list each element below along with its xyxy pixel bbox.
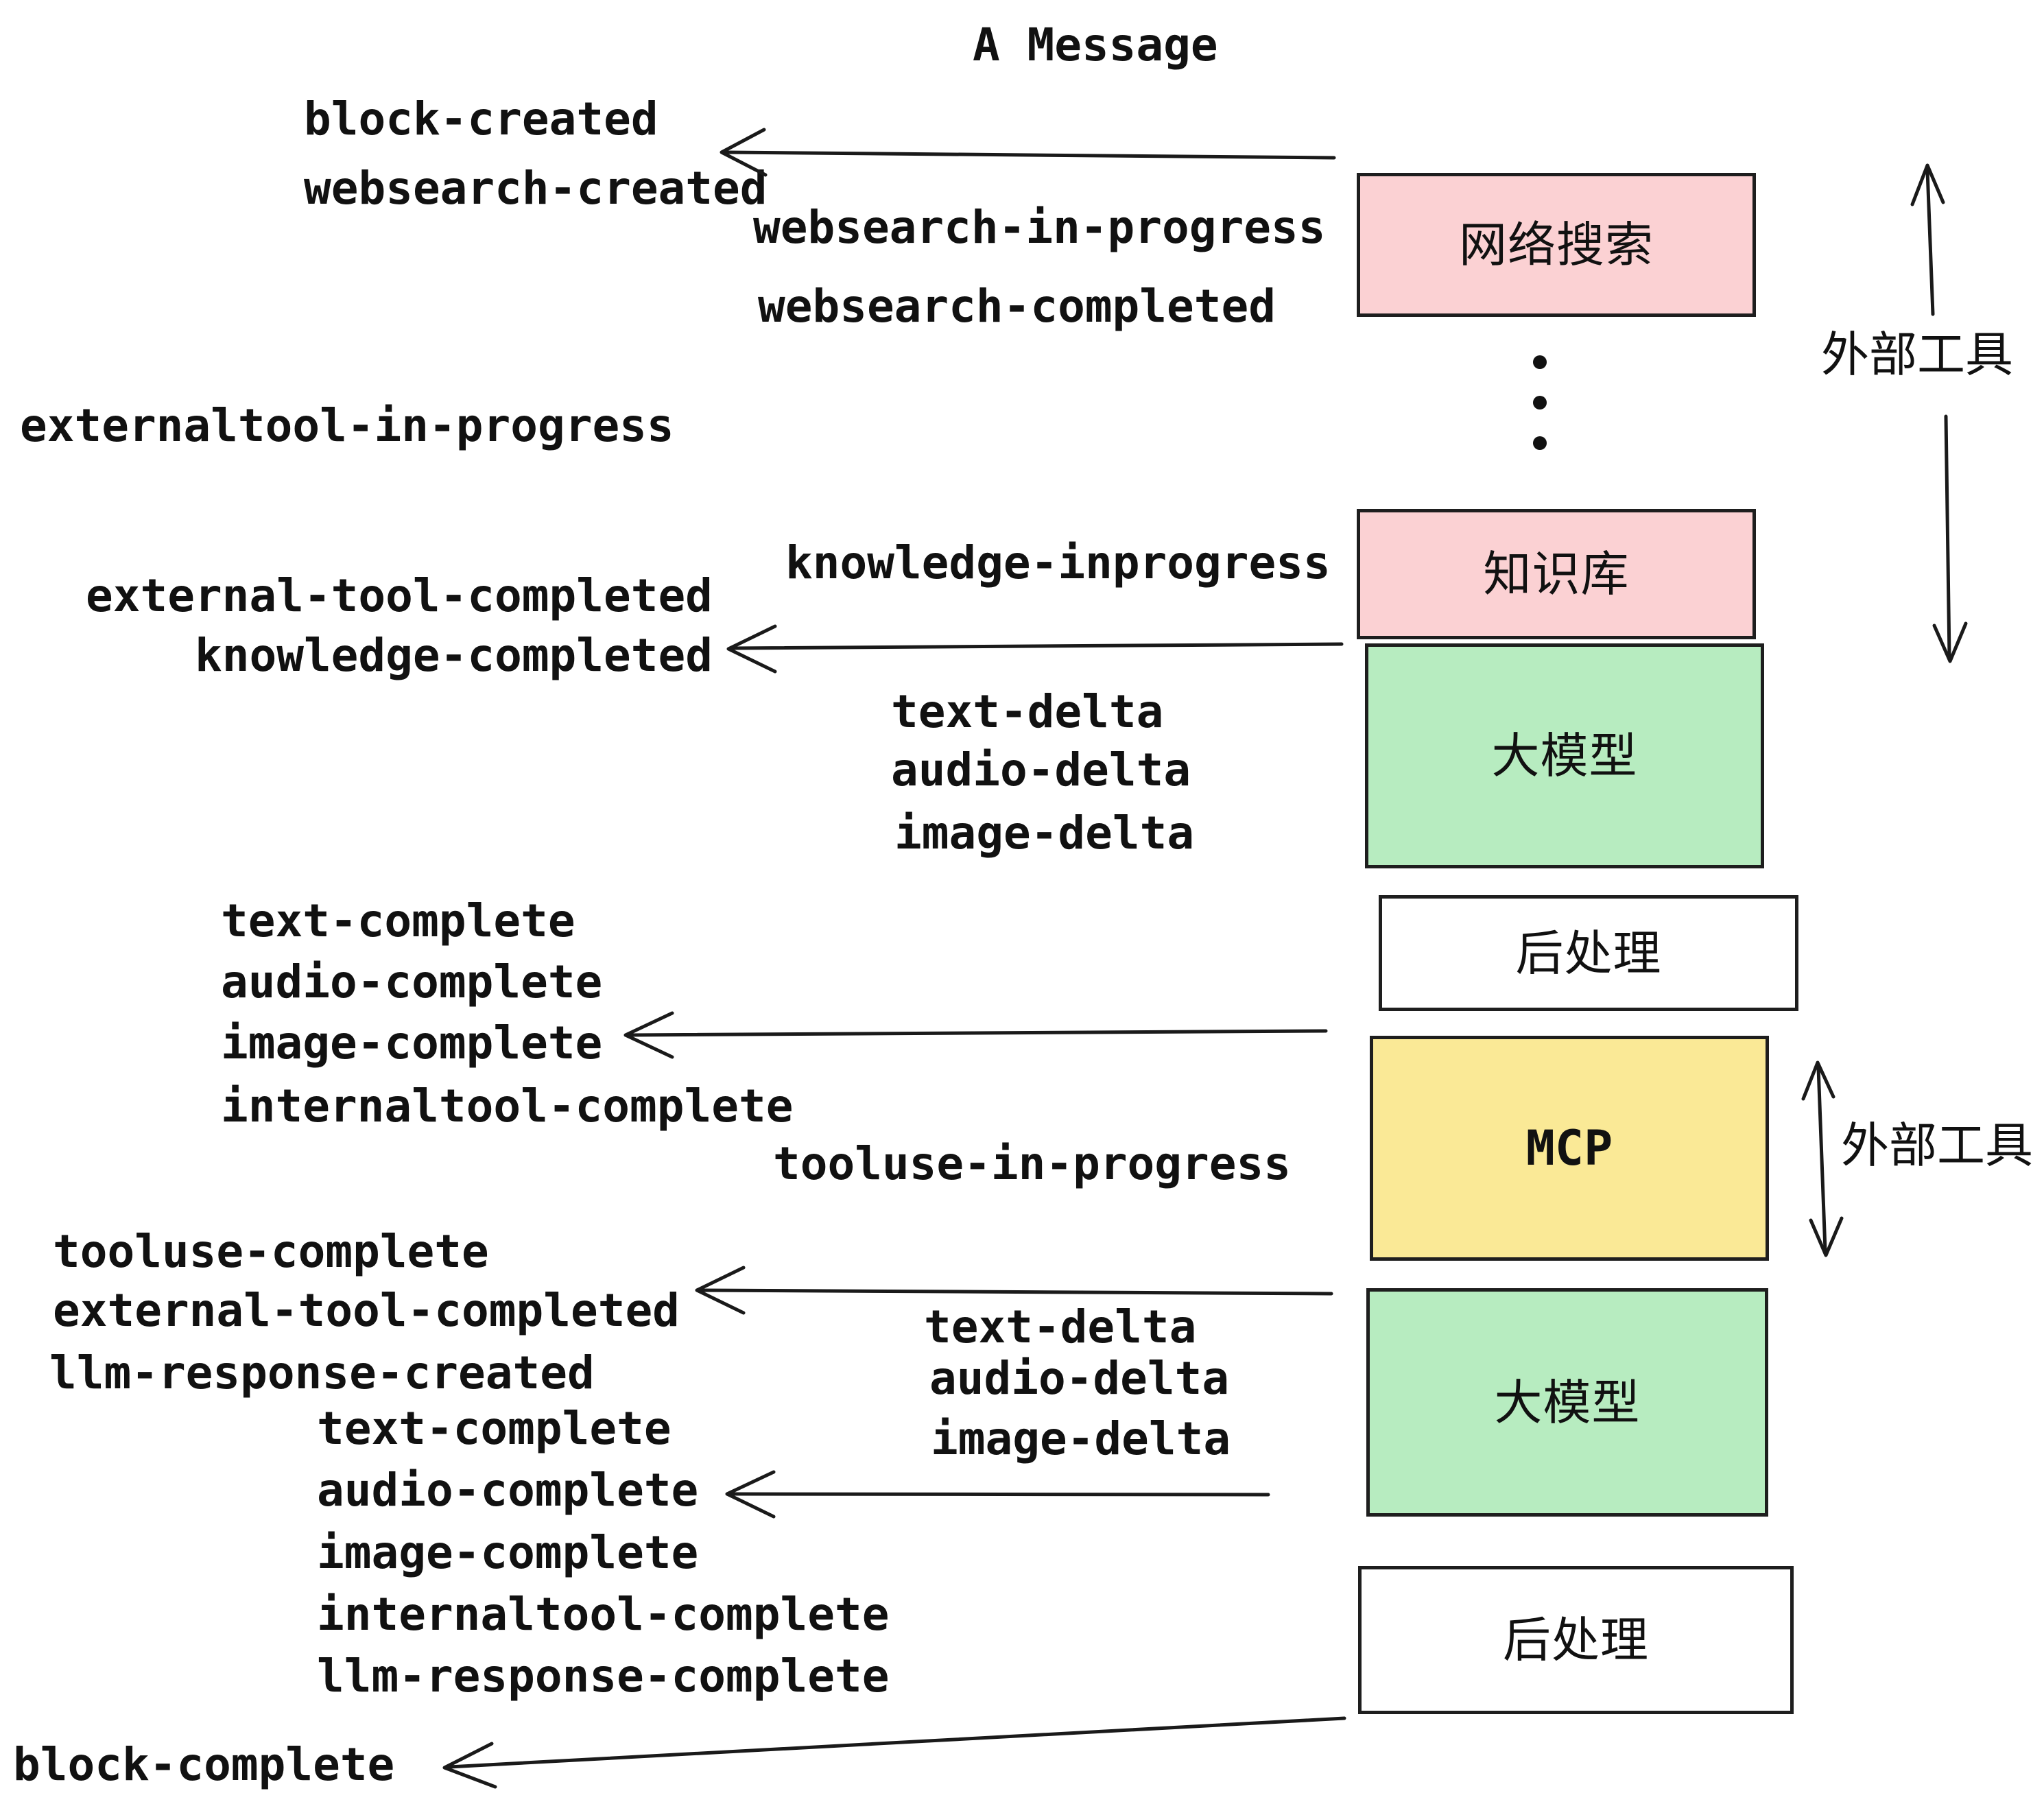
- diagram-title: A Message: [973, 19, 1218, 71]
- event-llm-response-complete: llm-response-complete: [317, 1650, 890, 1702]
- box-llm-second: 大模型: [1366, 1288, 1768, 1517]
- event-image-complete-second: image-complete: [317, 1526, 699, 1579]
- event-llm-response-created: llm-response-created: [49, 1346, 595, 1399]
- event-text-complete-second: text-complete: [317, 1402, 672, 1455]
- event-websearch-created: websearch-created: [304, 162, 768, 215]
- box-postprocess-second: 后处理: [1358, 1566, 1794, 1714]
- box-llm-first-label: 大模型: [1491, 728, 1638, 784]
- event-tooluse-in-progress: tooluse-in-progress: [773, 1137, 1291, 1190]
- side-label-external-tools-bottom: 外部工具: [1841, 1117, 2033, 1174]
- event-block-created: block-created: [304, 93, 658, 145]
- box-llm-second-label: 大模型: [1494, 1374, 1641, 1431]
- event-internaltool-complete-first: internaltool-complete: [221, 1080, 794, 1132]
- arrow-tooluse-complete-line: [699, 1288, 1333, 1296]
- arrow-block-created-line: [724, 150, 1336, 160]
- arrow-block-complete-head: [442, 1742, 497, 1789]
- arrow-complete-second-line: [729, 1492, 1270, 1497]
- box-postprocess-first-label: 后处理: [1515, 925, 1662, 982]
- box-knowledge-base: 知识库: [1357, 509, 1756, 639]
- event-externaltool-in-progress: externaltool-in-progress: [20, 399, 674, 452]
- box-postprocess-second-label: 后处理: [1503, 1612, 1649, 1668]
- arrow-tooluse-complete-head: [695, 1266, 746, 1315]
- mcp-external-tools-arrow-line: [1816, 1065, 1827, 1253]
- event-websearch-in-progress: websearch-in-progress: [753, 201, 1326, 254]
- external-tools-up-arrow-line: [1925, 168, 1935, 316]
- arrow-complete-first-line: [628, 1029, 1328, 1037]
- box-mcp: MCP: [1370, 1036, 1769, 1261]
- event-audio-complete-first: audio-complete: [221, 956, 603, 1008]
- event-image-complete-first: image-complete: [221, 1017, 603, 1069]
- event-audio-delta-second: audio-delta: [929, 1352, 1230, 1405]
- event-external-tool-completed-second: external-tool-completed: [53, 1284, 680, 1337]
- box-postprocess-first: 后处理: [1379, 895, 1798, 1011]
- arrow-knowledge-completed-line: [730, 642, 1344, 650]
- event-knowledge-completed: knowledge-completed: [195, 629, 713, 682]
- external-tools-down-arrow-line: [1944, 414, 1951, 658]
- mcp-external-tools-arrow-down-head: [1809, 1216, 1844, 1257]
- event-tooluse-complete: tooluse-complete: [53, 1225, 489, 1278]
- event-knowledge-inprogress: knowledge-inprogress: [785, 536, 1331, 589]
- vertical-ellipsis-dots: [1530, 355, 1550, 477]
- event-text-delta-second: text-delta: [924, 1301, 1197, 1353]
- event-audio-complete-second: audio-complete: [317, 1464, 699, 1517]
- box-llm-first: 大模型: [1365, 643, 1764, 868]
- arrow-complete-second-head: [725, 1470, 776, 1519]
- mcp-external-tools-arrow-up-head: [1801, 1060, 1835, 1101]
- event-audio-delta-first: audio-delta: [891, 744, 1191, 796]
- arrow-block-complete-line: [447, 1716, 1346, 1769]
- side-label-external-tools-top: 外部工具: [1821, 327, 2013, 383]
- event-image-delta-first: image-delta: [894, 807, 1195, 859]
- box-websearch: 网络搜索: [1357, 173, 1756, 317]
- event-external-tool-completed-first: external-tool-completed: [86, 569, 713, 622]
- event-internaltool-complete-second: internaltool-complete: [317, 1588, 890, 1641]
- external-tools-down-arrow-head: [1932, 621, 1968, 663]
- arrow-complete-first-head: [623, 1011, 674, 1059]
- event-text-delta-first: text-delta: [891, 685, 1164, 738]
- box-mcp-label: MCP: [1525, 1120, 1613, 1176]
- box-websearch-label: 网络搜索: [1459, 217, 1654, 273]
- event-block-complete: block-complete: [13, 1738, 395, 1791]
- box-knowledge-base-label: 知识库: [1483, 546, 1630, 602]
- arrow-knowledge-completed-head: [726, 624, 777, 674]
- event-websearch-completed: websearch-completed: [758, 280, 1276, 333]
- event-image-delta-second: image-delta: [931, 1412, 1231, 1465]
- external-tools-up-arrow-head: [1910, 163, 1945, 206]
- event-text-complete-first: text-complete: [221, 894, 575, 947]
